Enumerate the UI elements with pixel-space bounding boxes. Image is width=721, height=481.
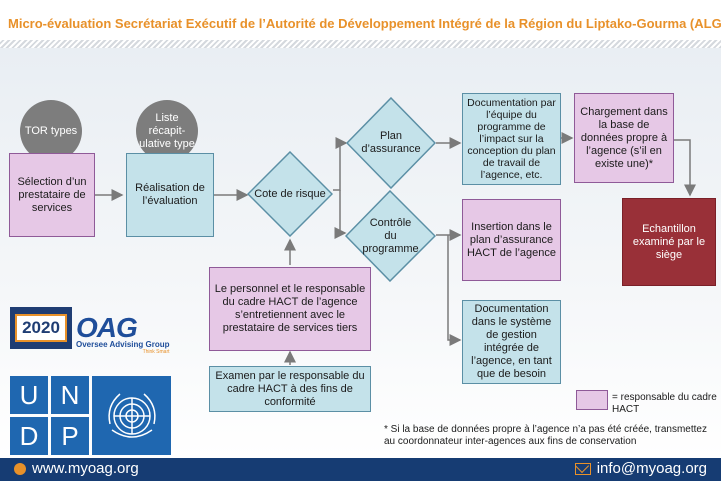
footer-email[interactable]: info@myoag.org (574, 460, 707, 477)
year-logo-text: 2020 (15, 314, 67, 342)
chargement-box: Chargement dans la base de données propr… (574, 93, 674, 183)
footer-email-text: info@myoag.org (596, 460, 707, 477)
year-logo: 2020 (10, 307, 72, 349)
liste-type-circle: Liste récapit-ulative type (136, 100, 198, 162)
examen-box: Examen par le responsable du cadre HACT … (209, 366, 371, 412)
plan-assurance-diamond: Plan d’assurance (346, 97, 436, 189)
arrow-cote-plan (333, 137, 348, 191)
page-title: Micro-évaluation Secrétariat Exécutif de… (8, 16, 721, 31)
undp-letter-u: U (10, 376, 48, 414)
legend-label: = responsable du cadre HACT (612, 392, 717, 415)
oag-logo-sub: Oversee Advising Group (76, 340, 170, 349)
doc-impact-box: Documentation par l’équipe du programme … (462, 93, 561, 185)
plan-assurance-label: Plan d’assurance (361, 130, 421, 155)
un-emblem-icon (92, 376, 171, 455)
controle-diamond: Contrôle du programme (345, 190, 436, 282)
arrow-cote-controle (334, 190, 347, 239)
undp-letter-p: P (51, 417, 89, 455)
globe-icon (14, 462, 26, 475)
insertion-box: Insertion dans le plan d’assurance HACT … (462, 199, 561, 281)
arrow-chargement-echantillon (674, 139, 696, 197)
footnote: * Si la base de données propre à l’agenc… (384, 424, 707, 447)
selection-box: Sélection d’un prestataire de services (9, 153, 95, 237)
oag-logo-big: OAG (76, 312, 138, 343)
footer-bar: www.myoag.org info@myoag.org (0, 458, 721, 481)
cote-risque-diamond: Cote de risque (247, 151, 333, 237)
undp-logo: U N D P (10, 376, 89, 455)
oag-logo-tag: Think Smart (142, 349, 170, 355)
undp-letter-n: N (51, 376, 89, 414)
mail-icon (574, 462, 591, 475)
controle-label: Contrôle du programme (362, 216, 419, 255)
doc-systeme-box: Documentation dans le système de gestion… (462, 300, 561, 384)
oag-logo: OAG Oversee Advising Group Think Smart (76, 312, 170, 355)
tor-types-circle: TOR types (20, 100, 82, 162)
cote-risque-label: Cote de risque (254, 187, 326, 200)
header-stripe (0, 40, 721, 48)
undp-letter-d: D (10, 417, 48, 455)
legend-swatch (576, 390, 608, 410)
arrow-controle-systeme (447, 235, 462, 346)
footer-website-text: www.myoag.org (32, 460, 139, 477)
realisation-box: Réalisation de l’évaluation (126, 153, 214, 237)
footer-website[interactable]: www.myoag.org (14, 460, 139, 477)
echantillon-box: Echantillon examiné par le siège (622, 198, 716, 286)
personnel-box: Le personnel et le responsable du cadre … (209, 267, 371, 351)
